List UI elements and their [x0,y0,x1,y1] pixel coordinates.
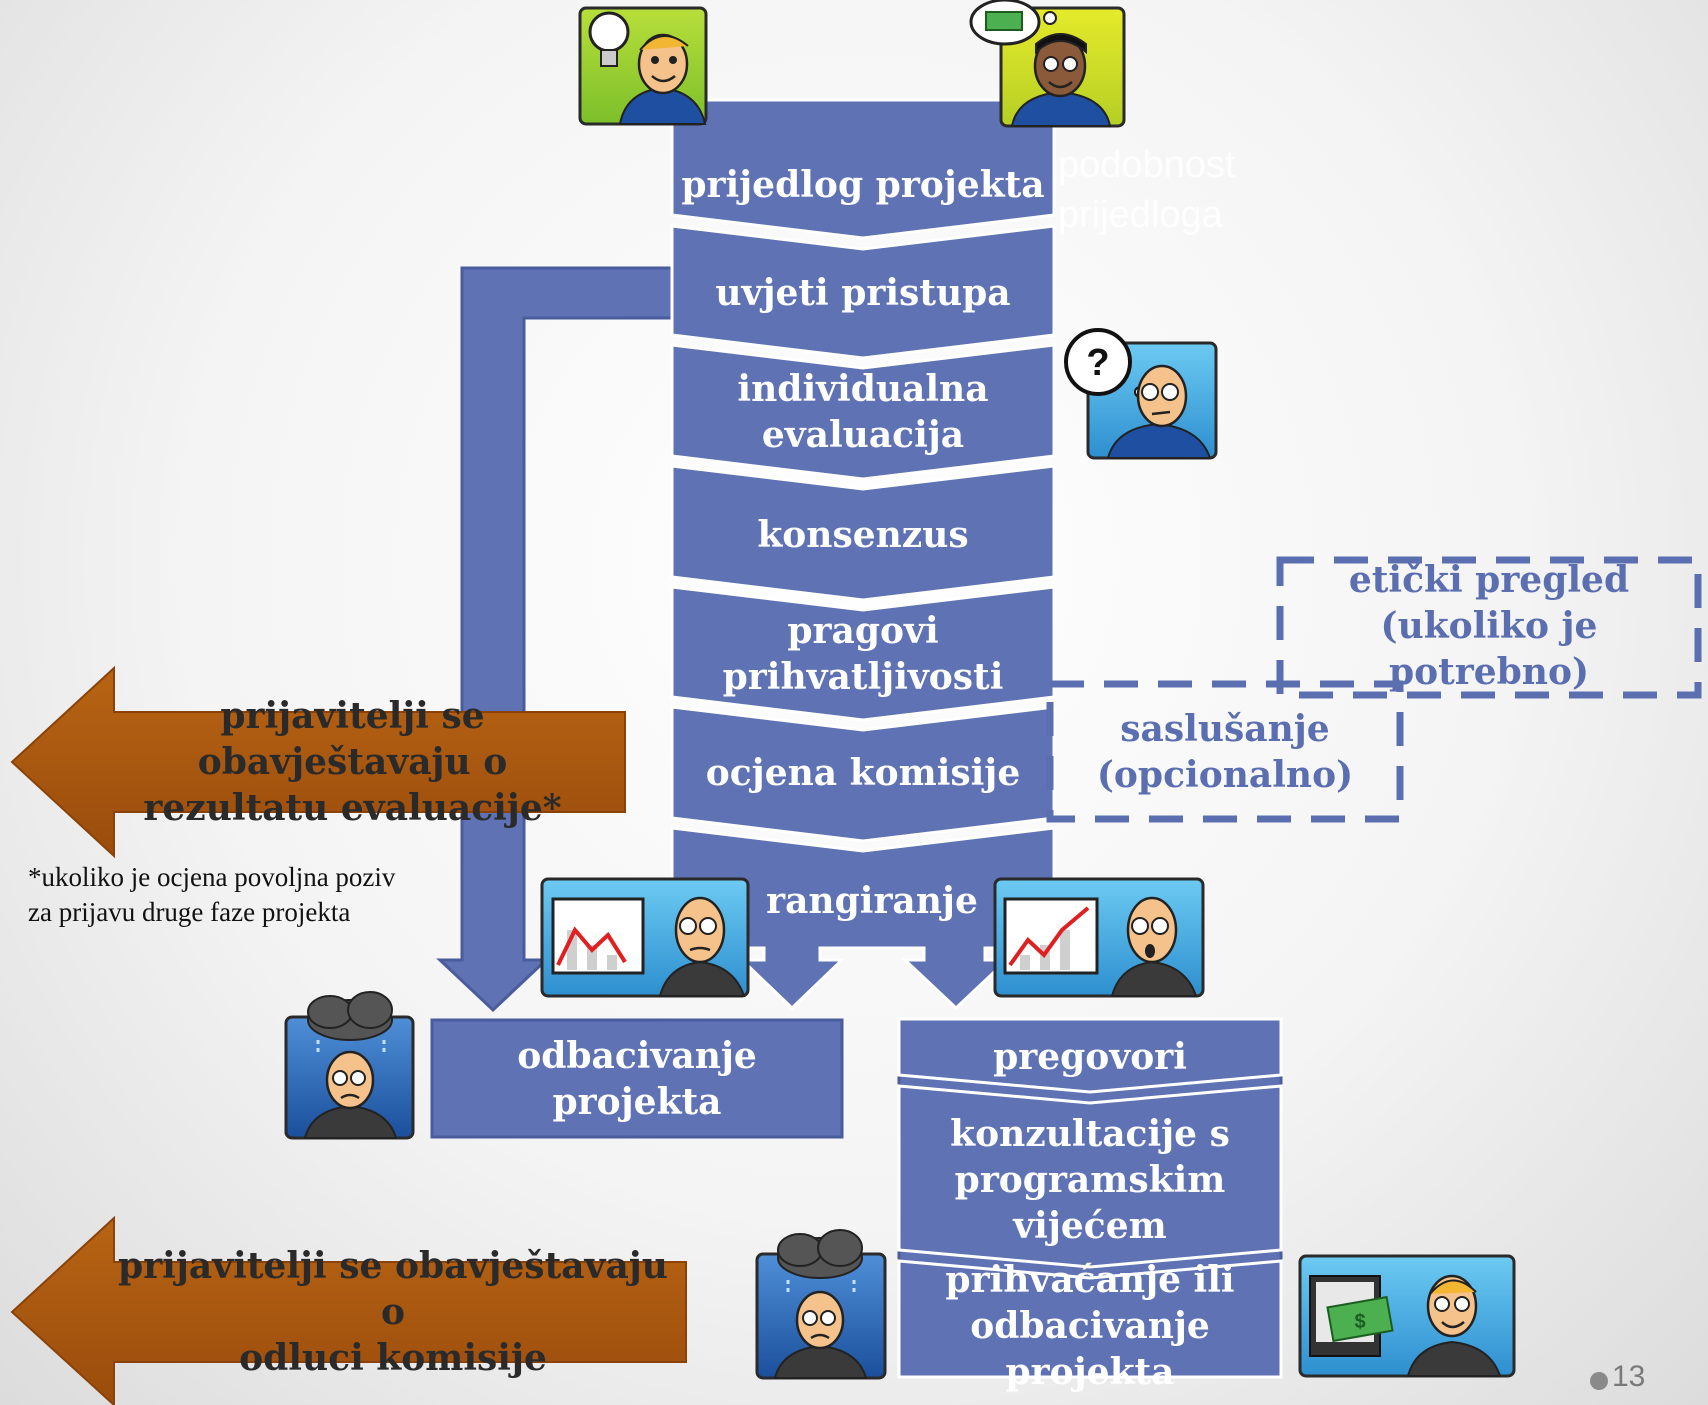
notify-evaluation-arrow [10,665,626,859]
svg-text:?: ? [1086,342,1109,384]
stage-thresholds-label: pragovi prihvatljivosti [722,610,1004,698]
page-number: 13 [1612,1360,1646,1393]
notify-decision-arrow [10,1215,687,1405]
negotiation-stack [897,1017,1283,1379]
rejection-label: odbacivanje projekta [517,1034,757,1123]
rain-cloud-person-icon-2 [755,1229,887,1380]
stage-individual [670,343,1056,481]
stage-committee-label: ocjena komisije [705,752,1021,794]
stage-ranking-label: rangiranje [766,880,978,922]
negotiation-label: pregovori [993,1036,1187,1078]
stage-consensus-label: konsenzus [757,514,969,556]
main-stack [670,98,1056,1011]
hearing-dashed-box [1046,680,1404,823]
rain-cloud-person-icon [284,991,415,1140]
question-person-icon: ? [1064,328,1218,460]
rising-chart-person-icon [993,877,1205,998]
decision-label: prihvaćanje ili odbacivanje projekta [945,1259,1235,1393]
ethics-dashed-box [1276,556,1702,699]
hearing-label: saslušanje (opcionalno) [1096,708,1354,796]
money-computer-person-icon: $ [1298,1254,1516,1378]
stage-consensus [670,464,1056,602]
page-number-dot [1590,1372,1608,1390]
ethics-label: etički pregled (ukoliko je potrebno) [1348,559,1630,693]
consultation-label: konzultacije s programskim vijećem [950,1113,1230,1247]
declining-chart-person-icon [540,877,750,998]
rejection-box [430,1018,844,1139]
lightbulb-idea-person-icon [578,6,708,126]
stage-individual-label: individualna evaluacija [737,368,989,456]
money-thought-person-icon [969,0,1126,128]
svg-text:$: $ [1354,1311,1365,1333]
stage-thresholds [670,585,1056,722]
stage-proposal-label: prijedlog projekta [681,164,1045,206]
notify-evaluation-label: prijavitelji se obavještavaju o rezultat… [143,695,562,829]
stage-access [670,224,1056,360]
stage-proposal [670,98,1056,240]
stage-access-label: uvjeti pristupa [715,272,1011,314]
footnote: *ukoliko je ocjena povoljna poziv za pri… [28,862,396,927]
notify-decision-label: prijavitelji se obavještavaju o odluci k… [118,1245,668,1379]
ghost-text: podobnost prijedloga [1058,144,1236,236]
